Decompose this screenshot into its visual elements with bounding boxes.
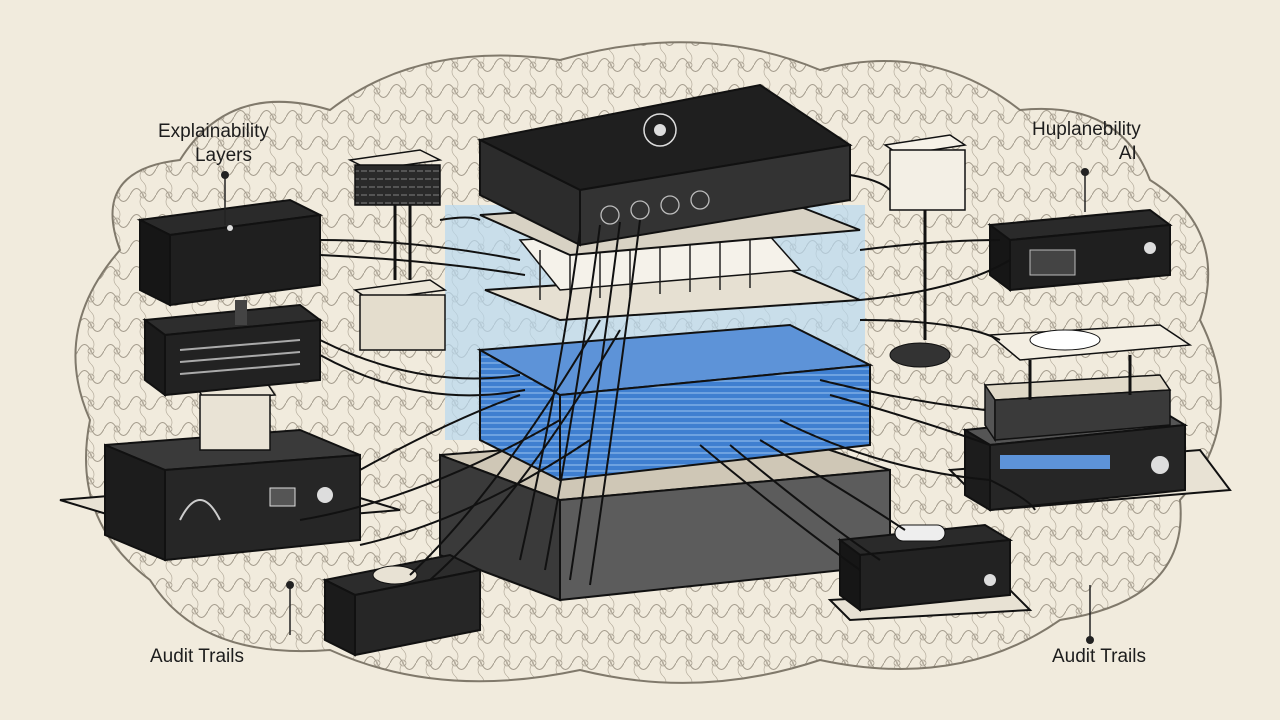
cables [299,174,1036,586]
pointers [224,172,1091,640]
label-huplanebility-ai: Huplanebility AI [1032,118,1141,166]
label-explainability-line2: Layers [194,145,252,166]
label-explainability-layers: Explainability Layers [158,120,269,168]
label-audit-trails-left: Audit Trails [150,646,244,667]
bottom-right-box [827,523,1033,622]
label-huplanebility-line1: Huplanebility [1032,119,1141,140]
label-huplanebility-line2: AI [1118,143,1137,164]
bottom-left-box [321,553,484,657]
right-stack [947,208,1232,512]
label-explainability-line1: Explainability [158,121,269,142]
central-tower [439,83,891,602]
pointer-dots [221,168,1094,644]
left-small-tower [347,149,448,351]
left-stack [59,198,401,562]
right-small-tower [882,134,968,368]
label-audit-trails-right: Audit Trails [1052,646,1146,667]
